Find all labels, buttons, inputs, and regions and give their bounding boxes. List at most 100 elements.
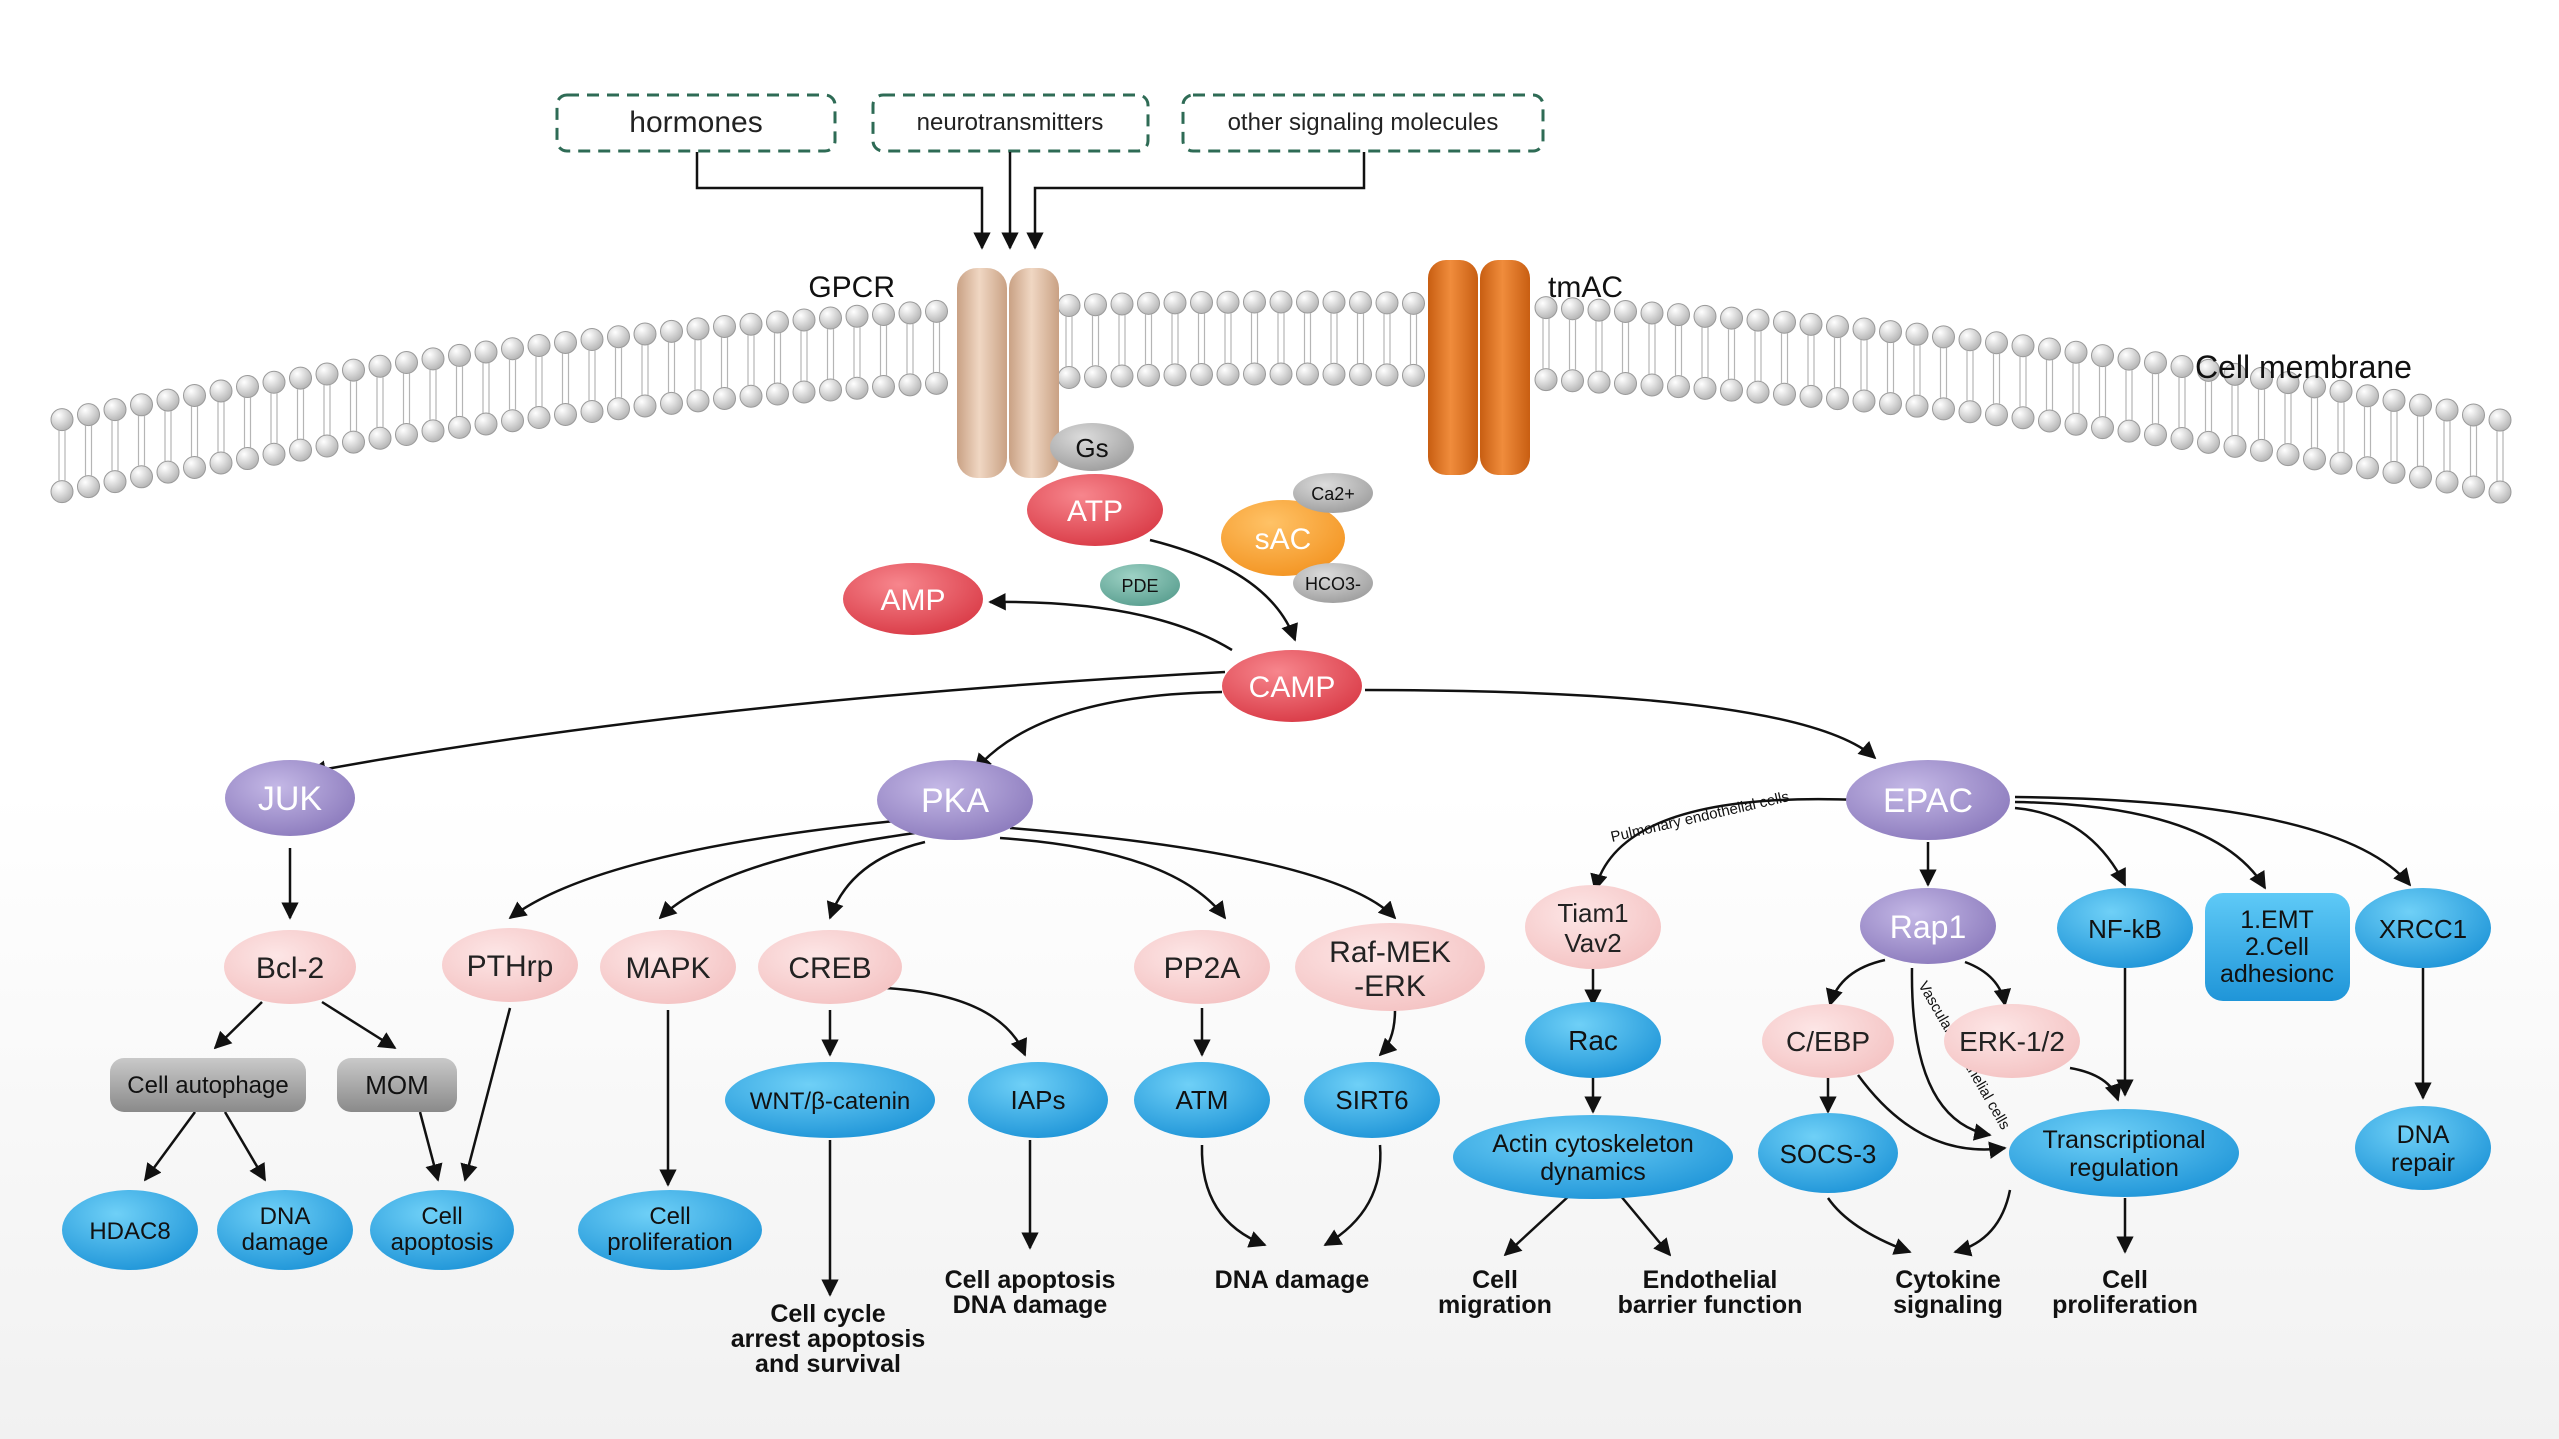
lipid-head — [1985, 331, 2008, 355]
lipid-head — [1402, 291, 1425, 315]
lipid-head — [130, 393, 153, 417]
lipid-head — [1110, 364, 1134, 388]
lipid-head — [1296, 290, 1319, 314]
cell-proliferation-node — [578, 1190, 762, 1270]
lipid-head — [1693, 376, 1717, 400]
lipid-head — [395, 423, 418, 447]
lipid-head — [421, 419, 445, 443]
camp-label: CAMP — [1249, 671, 1336, 704]
lipid-head — [2038, 409, 2061, 433]
tiam1-label-line2: Vav2 — [1564, 928, 1621, 958]
lipid-head — [766, 310, 789, 334]
wnt-label: WNT/β-catenin — [750, 1088, 911, 1115]
lipid-head — [925, 371, 948, 395]
sac-label: sAC — [1255, 523, 1312, 556]
lipid-head — [2488, 480, 2512, 504]
raf-label-line1: Raf-MEK — [1329, 936, 1451, 969]
lipid-head — [819, 306, 842, 330]
lipid-head — [713, 314, 736, 338]
pthrp-label: PTHrp — [467, 950, 554, 983]
bcl2-label: Bcl-2 — [256, 952, 324, 985]
pthrp-node — [442, 928, 578, 1002]
lipid-head — [2117, 419, 2141, 443]
lipid-head — [1720, 306, 1743, 330]
lipid-head — [1057, 366, 1081, 390]
transcriptional-regulation-node — [2009, 1109, 2239, 1197]
lipid-head — [103, 470, 127, 494]
lipid-head — [1640, 301, 1664, 325]
lipid-head — [739, 312, 763, 336]
lipid-head — [2356, 456, 2379, 480]
lipid-head — [527, 334, 551, 358]
xrcc1-node — [2355, 888, 2491, 968]
lipid-head — [1561, 297, 1584, 321]
lipid-head — [395, 351, 418, 375]
cebp-label: C/EBP — [1786, 1026, 1870, 1057]
lipid-head — [501, 409, 524, 433]
wnt-node — [725, 1062, 935, 1138]
lipid-head — [554, 402, 577, 426]
lipid-head — [1216, 290, 1240, 314]
lipid-head — [2011, 334, 2035, 358]
lipid-head — [607, 397, 630, 421]
cebp-node — [1762, 1004, 1894, 1078]
lipid-head — [1587, 370, 1611, 394]
sirt6-node — [1304, 1062, 1440, 1138]
lipid-head — [315, 362, 339, 386]
lipid-head — [1110, 292, 1134, 316]
cell-autophage-label: Cell autophage — [127, 1072, 288, 1099]
xrcc1-label: XRCC1 — [2379, 914, 2467, 944]
lipid-head — [1163, 291, 1187, 315]
lipid-head — [1773, 382, 1796, 406]
lipid-head — [50, 408, 74, 432]
lipid-head — [2197, 430, 2220, 454]
lipid-head — [2091, 344, 2114, 368]
emt-label-line2: 2.Cell — [2245, 933, 2309, 961]
lipid-head — [1349, 363, 1372, 387]
cell-proliferation-label-line2: proliferation — [607, 1229, 732, 1256]
lipid-head — [1799, 312, 1823, 336]
atp-label: ATP — [1067, 495, 1123, 528]
mapk-label: MAPK — [625, 952, 710, 985]
tiam1-label-line1: Tiam1 — [1557, 898, 1628, 928]
pde-node — [1100, 564, 1180, 606]
lipid-head — [2170, 427, 2194, 451]
tmac-receptor — [1428, 260, 1530, 475]
iaps-label: IAPs — [1011, 1085, 1066, 1115]
lipid-head — [1905, 322, 1929, 346]
pathway-arrows — [143, 538, 2432, 1297]
lipid-head — [2250, 366, 2273, 390]
lipid-head — [2382, 388, 2406, 412]
lipid-head — [1614, 371, 1637, 395]
cell-migration-line2: migration — [1438, 1291, 1552, 1319]
lipid-head — [1587, 298, 1611, 322]
lipid-head — [898, 301, 922, 325]
lipid-head — [1375, 291, 1399, 315]
lipid-head — [2488, 408, 2512, 432]
raf-label-line2: -ERK — [1354, 970, 1426, 1003]
lipid-head — [289, 438, 312, 462]
apop-dna-line2: DNA damage — [953, 1291, 1108, 1319]
hdac8-label: HDAC8 — [89, 1218, 170, 1245]
epac-node — [1846, 760, 2010, 840]
cell-cycle-line3: and survival — [755, 1350, 901, 1378]
lipid-head — [474, 340, 498, 364]
lipid-head — [633, 322, 657, 346]
neurotransmitters-label: neurotransmitters — [917, 109, 1104, 136]
lipid-head — [1057, 294, 1081, 318]
lipid-head — [2409, 393, 2432, 417]
cell-membrane-label: Cell membrane — [2195, 349, 2412, 385]
tmac-label: tmAC — [1548, 271, 1623, 304]
lipid-head — [1402, 363, 1425, 387]
lipid-head — [183, 455, 206, 479]
nfkb-node — [2057, 888, 2193, 968]
lipid-head — [1349, 291, 1372, 315]
lipid-head — [686, 389, 710, 413]
nfkb-label: NF-kB — [2088, 914, 2162, 944]
lipid-head — [898, 373, 922, 397]
transcriptional-label-line2: regulation — [2069, 1154, 2179, 1182]
dna-damage-label-line2: damage — [242, 1229, 329, 1256]
endothelial-line1: Endothelial — [1643, 1266, 1778, 1294]
mom-box — [337, 1058, 457, 1112]
lipid-head — [315, 434, 339, 458]
